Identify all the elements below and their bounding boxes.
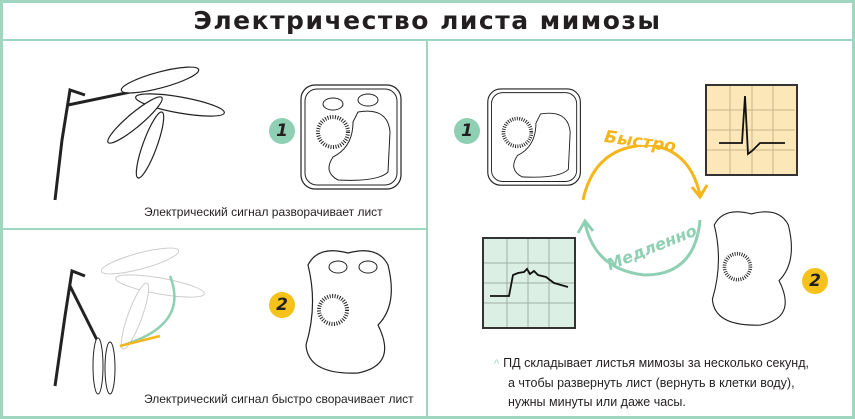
divider [0,228,427,230]
page-title: Электричество листа мимозы [0,0,855,41]
step-badge-2: 2 [802,268,828,294]
plant-cell-turgid [300,84,402,190]
mimosa-open-illustration [53,66,225,201]
note-line: ПД складывает листья мимозы за несколько… [503,356,809,370]
slow-potential-chart [482,237,576,329]
caret-up-icon: ^ [494,358,500,370]
step-badge-1: 1 [269,118,295,144]
explanation-note: ^ПД складывает листья мимозы за нескольк… [494,354,809,412]
mimosa-folded-illustration [53,247,205,395]
note-line: нужны минуты или даже часы. [508,395,686,409]
plant-cell-turgid [487,88,581,186]
note-line: а чтобы развернуть лист (вернуть в клетк… [508,376,795,390]
caption-unfold: Электрический сигнал разворачивает лист [144,205,383,219]
step-badge-1: 1 [454,118,480,144]
caption-fold: Электрический сигнал быстро сворачивает … [144,392,414,406]
fast-action-potential-chart [705,84,798,176]
plant-cell-plasmolyzed [711,211,792,326]
divider [426,41,428,419]
cycle-arrows [576,145,709,277]
plant-cell-plasmolyzed [305,250,392,374]
step-badge-2: 2 [269,292,295,318]
